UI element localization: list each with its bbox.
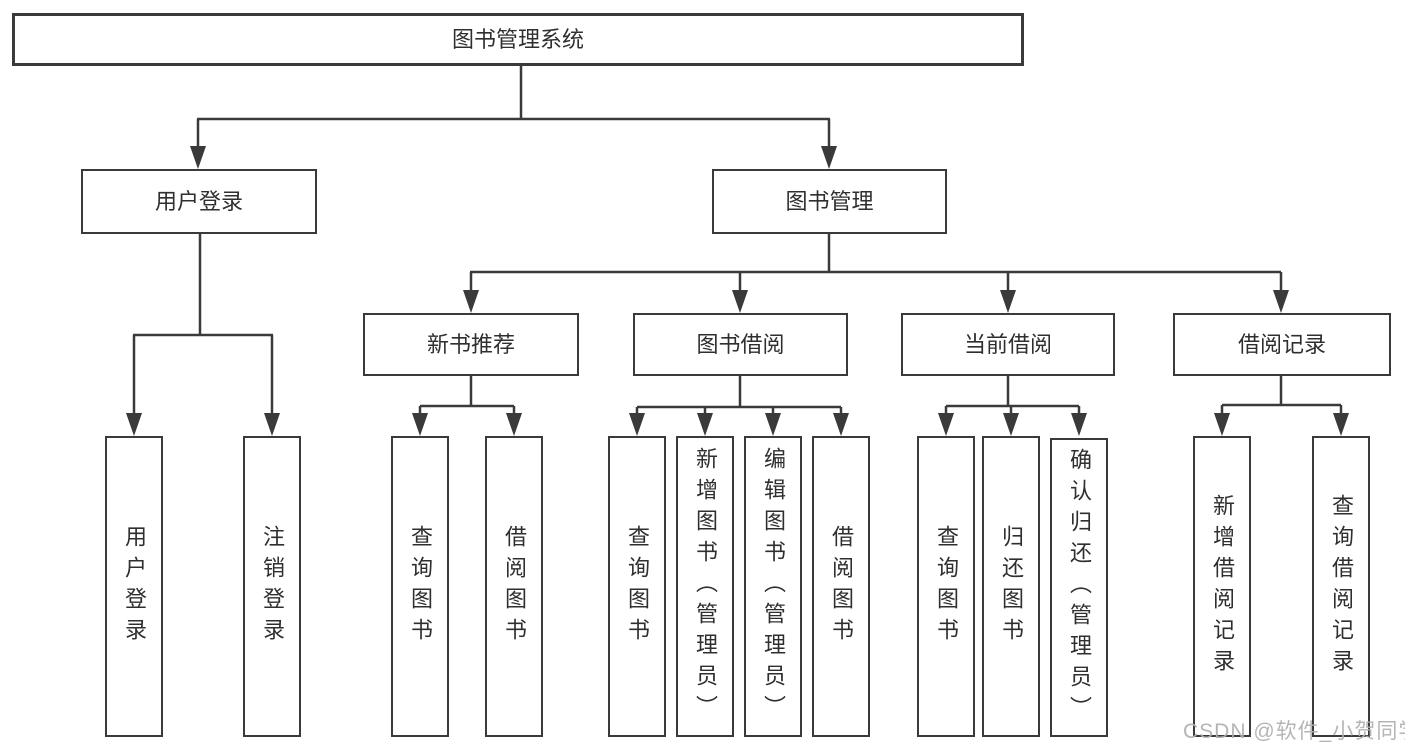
arrowheads-leaves	[126, 413, 1349, 436]
node-book-borrowing: 图书借阅	[633, 313, 848, 376]
leaf-bb-borrow-books-label: 借阅图书	[829, 524, 854, 649]
leaf-bb-edit-book-admin: 编辑图书（管理员）	[744, 436, 802, 737]
leaf-cb-confirm-return-admin-label: 确认归还（管理员）	[1067, 448, 1092, 727]
connector-user-login-to-leaves	[132, 234, 274, 417]
leaf-br-add-borrow-record-label: 新增借阅记录	[1210, 493, 1235, 680]
leaf-user-login: 用户登录	[105, 436, 163, 737]
leaf-br-query-borrow-record: 查询借阅记录	[1312, 436, 1370, 737]
leaf-bb-edit-book-admin-label: 编辑图书（管理员）	[761, 447, 786, 726]
leaf-bb-borrow-books: 借阅图书	[812, 436, 870, 737]
leaf-nbr-borrow-books: 借阅图书	[485, 436, 543, 737]
leaf-user-login-label: 用户登录	[122, 524, 147, 649]
watermark: CSDN @软件_小贺同学	[1183, 720, 1405, 743]
leaf-nbr-query-books-label: 查询图书	[408, 524, 433, 649]
node-current-borrowing: 当前借阅	[901, 313, 1115, 376]
arrowheads-level3	[463, 290, 1289, 313]
connector-book-mgmt-to-level3	[469, 234, 1283, 294]
leaf-cb-query-books: 查询图书	[917, 436, 975, 737]
node-borrowing-records: 借阅记录	[1173, 313, 1391, 376]
leaf-br-query-borrow-record-label: 查询借阅记录	[1329, 493, 1354, 680]
leaf-logout-label: 注销登录	[260, 524, 285, 649]
arrowheads-level2	[190, 146, 837, 169]
node-new-book-recommendation: 新书推荐	[363, 313, 579, 376]
leaf-nbr-query-books: 查询图书	[391, 436, 449, 737]
leaf-cb-return-books-label: 归还图书	[999, 524, 1024, 649]
connector-root-to-level2	[196, 66, 831, 150]
node-book-management: 图书管理	[712, 169, 947, 234]
leaf-br-add-borrow-record: 新增借阅记录	[1193, 436, 1251, 737]
leaf-bb-query-books-label: 查询图书	[625, 524, 650, 649]
leaf-cb-query-books-label: 查询图书	[934, 524, 959, 649]
node-root: 图书管理系统	[12, 13, 1024, 66]
leaf-cb-return-books: 归还图书	[982, 436, 1040, 737]
leaf-bb-add-book-admin: 新增图书（管理员）	[676, 436, 734, 737]
leaf-logout: 注销登录	[243, 436, 301, 737]
leaf-cb-confirm-return-admin: 确认归还（管理员）	[1050, 438, 1108, 737]
leaf-bb-add-book-admin-label: 新增图书（管理员）	[693, 447, 718, 726]
connector-new-book-recommend-to-leaves	[418, 376, 516, 416]
connector-book-borrow-to-leaves	[635, 376, 843, 416]
leaf-bb-query-books: 查询图书	[608, 436, 666, 737]
connector-current-borrow-to-leaves	[944, 376, 1081, 416]
leaf-nbr-borrow-books-label: 借阅图书	[502, 524, 527, 649]
node-user-login-branch: 用户登录	[81, 169, 317, 234]
connector-borrow-records-to-leaves	[1220, 376, 1343, 416]
